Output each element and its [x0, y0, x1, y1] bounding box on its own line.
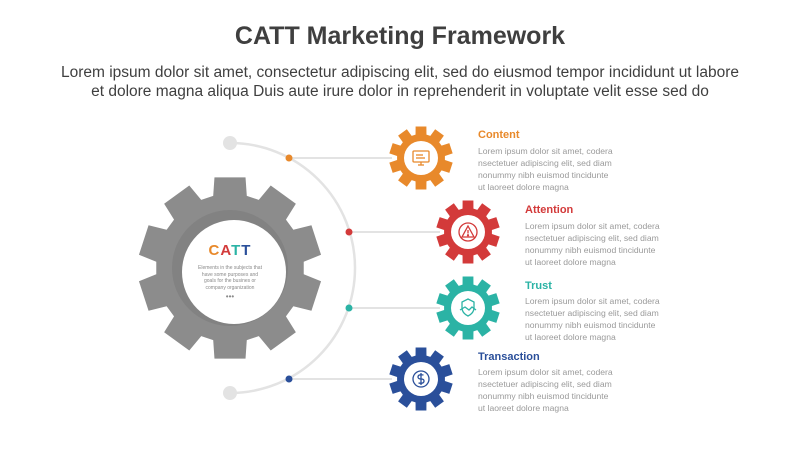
connector-dot-transaction — [285, 375, 293, 383]
center-letter-a: A — [220, 242, 232, 259]
center-letter-t2: T — [241, 242, 252, 259]
desc-line: Lorem ipsum dolor sit amet, codera — [525, 296, 660, 306]
desc-line: ut laoreet dolore magna — [478, 182, 569, 192]
desc-line: nsectetuer adipiscing elit, sed diam — [525, 233, 659, 243]
center-letter-t1: T — [231, 242, 242, 259]
center-gear — [138, 177, 322, 359]
desc-line: nsectetuer adipiscing elit, sed diam — [478, 158, 612, 168]
desc-line: nsectetuer adipiscing elit, sed diam — [525, 308, 659, 318]
center-gear-hub — [182, 220, 286, 324]
connector-dot-content — [285, 154, 293, 162]
step-title-trust: Trust — [525, 280, 552, 292]
desc-line: ut laoreet dolore magna — [525, 332, 616, 342]
gear-content — [389, 126, 453, 190]
step-title-content: Content — [478, 129, 520, 141]
desc-line: Lorem ipsum dolor sit amet, codera — [525, 221, 660, 231]
page-title: CATT Marketing Framework — [234, 22, 566, 50]
page-subtitle: Lorem ipsum dolor sit amet, consectetur … — [20, 63, 780, 101]
desc-line: nonummy nibh euismod tincidunte — [525, 245, 656, 255]
gear-attention — [436, 200, 500, 264]
desc-line: Lorem ipsum dolor sit amet, codera — [478, 146, 613, 156]
center-description: Elements in the subjects that have some … — [198, 265, 262, 291]
step-title-transaction: Transaction — [478, 351, 540, 363]
warning-icon — [458, 222, 478, 242]
gear-transaction — [389, 347, 453, 411]
money-icon — [412, 370, 430, 388]
monitor-icon — [412, 150, 430, 166]
step-desc-attention: Lorem ipsum dolor sit amet, codera nsect… — [525, 220, 675, 268]
center-dots: ••• — [225, 292, 235, 301]
connector-dot-trust — [345, 304, 353, 312]
desc-line: nonummy nibh euismod tincidunte — [525, 320, 656, 330]
center-letter-c: C — [208, 242, 221, 259]
step-desc-transaction: Lorem ipsum dolor sit amet, codera nsect… — [478, 366, 628, 414]
gear-trust-hub — [451, 291, 485, 325]
connector-dot-attention — [345, 228, 353, 236]
desc-line: nonummy nibh euismod tincidunte — [478, 391, 609, 401]
subtitle-line-2: et dolore magna aliqua Duis aute irure d… — [91, 83, 709, 100]
step-title-attention: Attention — [525, 204, 574, 216]
step-desc-trust: Lorem ipsum dolor sit amet, codera nsect… — [525, 295, 675, 343]
arc-start-dot — [223, 136, 237, 150]
arc-end-dot — [223, 386, 237, 400]
center-title: CATT — [182, 242, 278, 259]
desc-line: nsectetuer adipiscing elit, sed diam — [478, 379, 612, 389]
step-desc-content: Lorem ipsum dolor sit amet, codera nsect… — [478, 145, 628, 193]
desc-line: Lorem ipsum dolor sit amet, codera — [478, 367, 613, 377]
subtitle-line-1: Lorem ipsum dolor sit amet, consectetur … — [60, 64, 740, 81]
desc-line: ut laoreet dolore magna — [525, 257, 616, 267]
desc-line: ut laoreet dolore magna — [478, 403, 569, 413]
gear-trust — [436, 276, 500, 340]
handshake-icon — [459, 298, 477, 317]
desc-line: nonummy nibh euismod tincidunte — [478, 170, 609, 180]
